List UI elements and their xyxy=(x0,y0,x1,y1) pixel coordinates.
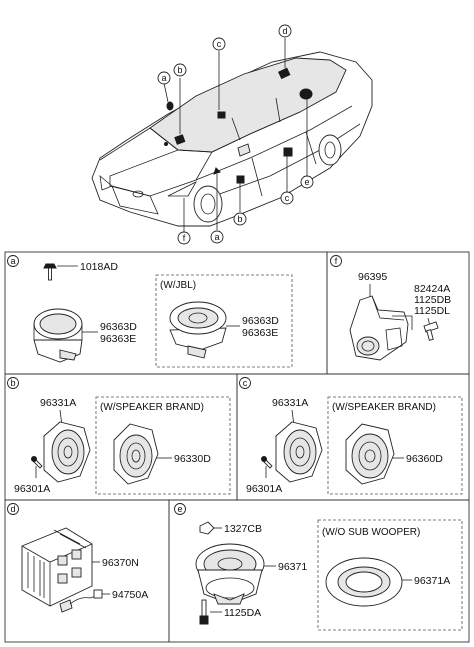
callout-c-top: c xyxy=(212,37,226,51)
harness-94750A xyxy=(59,589,103,613)
svg-text:a: a xyxy=(161,73,166,83)
svg-text:e: e xyxy=(304,177,309,187)
speaker-ring-96371A xyxy=(325,557,403,607)
speaker-mark xyxy=(299,88,313,100)
bolt-82424A xyxy=(423,321,439,341)
part-1125DB: 1125DB xyxy=(414,294,451,306)
callout-c-bottom: c xyxy=(280,191,294,205)
part-1125DA: 1125DA xyxy=(224,607,261,619)
part-82424A: 82424A xyxy=(414,283,450,295)
speaker-mark xyxy=(278,67,291,80)
variant-part-96360D: 96360D xyxy=(406,453,443,465)
part-96301A-b: 96301A xyxy=(14,483,50,495)
speaker-mark xyxy=(166,101,174,111)
svg-text:e: e xyxy=(177,504,182,514)
svg-text:b: b xyxy=(10,378,15,388)
part-96331A: 96331A xyxy=(40,397,76,409)
part-1327CB: 1327CB xyxy=(224,523,262,535)
speaker-mark xyxy=(236,175,245,184)
variant-part-96363E: 96363E xyxy=(242,327,278,339)
car-leaders xyxy=(163,38,308,232)
car-illustration xyxy=(91,51,373,227)
variant-part-96363D: 96363D xyxy=(242,315,279,327)
variant-label-jbl: (W/JBL) xyxy=(160,280,196,291)
screw-1018AD xyxy=(43,263,57,281)
callout-e-bottom: e xyxy=(300,175,314,189)
part-94750A: 94750A xyxy=(112,589,148,601)
door-speaker-brand-c xyxy=(345,423,395,485)
speaker-mark xyxy=(174,134,186,145)
callout-a-top: a xyxy=(157,71,171,85)
svg-text:f: f xyxy=(183,233,186,243)
door-speaker-c xyxy=(275,421,323,483)
part-96395: 96395 xyxy=(358,271,387,283)
svg-text:b: b xyxy=(237,214,242,224)
svg-text:b: b xyxy=(177,65,182,75)
section-d: d 96370N 94750A xyxy=(4,499,170,643)
variant-label-no-subwoofer: (W/O SUB WOOPER) xyxy=(322,527,420,538)
section-b: b 96331A 96301A (W/SPEAKER BRAND) 96330D xyxy=(4,373,238,501)
nut-1327CB xyxy=(199,521,215,535)
svg-text:a: a xyxy=(214,232,219,242)
svg-text:c: c xyxy=(217,39,222,49)
variant-label-speaker-brand-c: (W/SPEAKER BRAND) xyxy=(332,402,436,413)
door-speaker-brand-b xyxy=(113,423,159,485)
part-96363D: 96363D xyxy=(100,321,137,333)
section-e: e 1327CB 96371 1125DA (W/O SUB WOOPER) xyxy=(168,499,470,643)
part-1125DL: 1125DL xyxy=(414,305,450,317)
part-96331A-c: 96331A xyxy=(272,397,308,409)
part-1018AD: 1018AD xyxy=(80,261,118,273)
section-a: a 1018AD 96363D 96363E (W/JBL) xyxy=(4,251,328,375)
svg-text:c: c xyxy=(243,378,248,388)
subwoofer-96371 xyxy=(195,543,265,605)
tweeter-jbl xyxy=(169,301,227,359)
section-c: c 96331A 96301A (W/SPEAKER BRAND) 96360D xyxy=(236,373,470,501)
svg-text:a: a xyxy=(10,256,15,266)
callout-f-bottom: f xyxy=(177,231,191,245)
door-speaker-b xyxy=(43,421,91,483)
variant-part-96371A: 96371A xyxy=(414,575,450,587)
screw-96301A-b xyxy=(31,456,43,469)
callout-a-bottom: a xyxy=(210,230,224,244)
section-f: f 96395 82424A 1125DB 1125DL xyxy=(326,251,470,375)
amplifier-96370N xyxy=(21,527,93,607)
svg-text:d: d xyxy=(282,26,287,36)
speaker-mark xyxy=(283,147,293,157)
variant-part-96330D: 96330D xyxy=(174,453,211,465)
callout-b-top: b xyxy=(173,63,187,77)
speaker-mark xyxy=(217,111,226,119)
bolt-1125DA xyxy=(199,599,209,625)
tweeter-96363 xyxy=(33,308,83,363)
svg-text:f: f xyxy=(335,256,338,266)
svg-text:c: c xyxy=(285,193,290,203)
part-96370N: 96370N xyxy=(102,557,139,569)
svg-text:d: d xyxy=(10,504,15,514)
screw-96301A-c xyxy=(261,456,273,469)
part-96363E: 96363E xyxy=(100,333,136,345)
part-96371: 96371 xyxy=(278,561,307,573)
callout-d-top: d xyxy=(278,24,292,38)
part-96301A-c: 96301A xyxy=(246,483,282,495)
sound-module-96395 xyxy=(349,295,413,361)
variant-label-speaker-brand-b: (W/SPEAKER BRAND) xyxy=(100,402,204,413)
callout-b-bottom: b xyxy=(233,212,247,226)
